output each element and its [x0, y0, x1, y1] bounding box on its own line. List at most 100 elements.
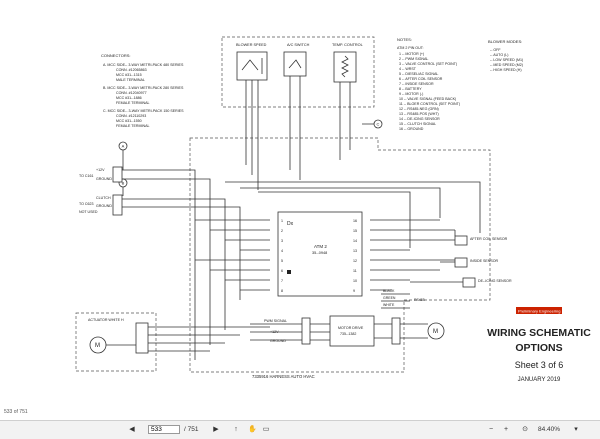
- svg-text:GROUND: GROUND: [270, 339, 286, 343]
- svg-text:6: 6: [281, 269, 283, 273]
- callouts: A B C: [118, 119, 383, 196]
- svg-text:11 -- BLOER CONTROL (SET POINT: 11 -- BLOER CONTROL (SET POINT): [399, 102, 460, 106]
- scroll-up-icon[interactable]: ↑: [234, 426, 238, 433]
- svg-text:MCC #31--1886: MCC #31--1886: [116, 96, 142, 100]
- zoom-mode-icon[interactable]: ⊙: [522, 426, 528, 433]
- svg-text:C: C: [377, 122, 380, 127]
- svg-text:FEMALE TERMINAL: FEMALE TERMINAL: [116, 101, 149, 105]
- temp-control-label: TEMP. CONTROL: [332, 43, 363, 47]
- temp-control: [333, 51, 357, 83]
- svg-text:-- LOW SPEED (M1): -- LOW SPEED (M1): [490, 58, 523, 62]
- title-line1: WIRING SCHEMATIC: [487, 327, 591, 339]
- actuator-label: ACTUATOR WHITE H: [88, 318, 124, 322]
- svg-text:8: 8: [281, 289, 283, 293]
- notes-heading: NOTES:: [397, 37, 412, 42]
- atm2-label: ATM 2: [314, 244, 327, 249]
- svg-text:13 -- RS485-POS (WHT): 13 -- RS485-POS (WHT): [399, 112, 439, 116]
- svg-text:WHITE: WHITE: [383, 303, 395, 307]
- svg-text:ATM 2 PIN OUT:: ATM 2 PIN OUT:: [397, 46, 424, 50]
- wiring-schematic: CONNECTORS: A. MCC SIDE-- 3-WAY METRI-PA…: [75, 36, 591, 383]
- svg-text:GROUND: GROUND: [96, 204, 112, 208]
- notes-block: NOTES: ATM 2 PIN OUT: 1 -- MOTOR (+) 2 -…: [397, 37, 460, 131]
- blower-modes-heading: BLOWER MODES:: [488, 39, 522, 44]
- svg-text:-- AUTO (L): -- AUTO (L): [490, 53, 509, 57]
- svg-text:MOTOR DRIVE: MOTOR DRIVE: [338, 326, 364, 330]
- svg-text:DE--ICING SENSOR: DE--ICING SENSOR: [478, 279, 512, 283]
- zoom-out-icon[interactable]: −: [488, 426, 494, 433]
- svg-text:A: A: [122, 144, 125, 149]
- svg-text:BLACK: BLACK: [383, 289, 395, 293]
- zoom-dropdown-icon[interactable]: ▾: [574, 426, 578, 433]
- svg-text:3 -- VALVE CONTROL (SET POINT): 3 -- VALVE CONTROL (SET POINT): [399, 62, 457, 66]
- svg-text:AFTER COIL SENSOR: AFTER COIL SENSOR: [470, 237, 508, 241]
- svg-text:M: M: [95, 343, 100, 349]
- svg-text:-- HIGH SPEED (H): -- HIGH SPEED (H): [490, 68, 522, 72]
- ac-switch-label: A/C SWITCH: [287, 43, 310, 47]
- svg-text:-- MED SPEED (M2): -- MED SPEED (M2): [490, 63, 523, 67]
- page-total-label: / 751: [184, 426, 199, 433]
- svg-text:CONN. #12065863: CONN. #12065863: [116, 68, 147, 72]
- svg-text:12: 12: [353, 259, 357, 263]
- harness-label: 7335916 HARNESS AUTO HVAC: [252, 374, 315, 379]
- svg-text:7: 7: [281, 279, 283, 283]
- svg-text:CONN. #12110293: CONN. #12110293: [116, 114, 146, 118]
- svg-text:8 -- BATTERY: 8 -- BATTERY: [399, 87, 422, 91]
- svg-text:B. MCC SIDE-- 3-WAY METRI-PACK: B. MCC SIDE-- 3-WAY METRI-PACK 280 SERIE…: [103, 86, 184, 90]
- svg-text:B: B: [122, 181, 125, 186]
- blower-motor: [427, 322, 445, 340]
- svg-text:-- OFF: -- OFF: [490, 48, 501, 52]
- svg-text:1: 1: [281, 219, 283, 223]
- wiring-bus: [122, 104, 481, 360]
- to-c623-label: TO C623: [79, 202, 94, 206]
- sensors: AFTER COIL SENSOR INSIDE SENSOR DE--ICIN…: [410, 230, 512, 288]
- svg-text:14 -- DE-ICING SENSOR: 14 -- DE-ICING SENSOR: [399, 117, 440, 121]
- schematic-page: CONNECTORS: A. MCC SIDE-- 3-WAY METRI-PA…: [0, 0, 600, 420]
- control-panel: BLOWER SPEED A/C SWITCH TEMP. CONTROL: [221, 36, 375, 108]
- hand-tool-icon[interactable]: ✋: [248, 426, 257, 433]
- zoom-level[interactable]: 84.40%: [538, 426, 561, 433]
- prev-page-icon[interactable]: ◀: [129, 426, 135, 433]
- date-label: JANUARY 2019: [518, 377, 561, 383]
- svg-text:5 -- DIESEL/AC SIGNAL: 5 -- DIESEL/AC SIGNAL: [399, 72, 438, 76]
- svg-text:1 -- MOTOR (+): 1 -- MOTOR (+): [399, 52, 424, 56]
- svg-text:RS485: RS485: [414, 298, 425, 302]
- svg-text:15: 15: [353, 229, 357, 233]
- viewer-toolbar: ◀ / 751 ▶ ↑ ✋ ▭ − + ⊙ 84.40% ▾: [0, 420, 600, 439]
- svg-text:11: 11: [353, 269, 357, 273]
- svg-text:3: 3: [281, 239, 283, 243]
- svg-text:10: 10: [353, 279, 357, 283]
- title-line2: OPTIONS: [515, 342, 562, 354]
- atm2-module: Dx ATM 2 35--0948 1 2 3 4 5 6 7 8 16 15 …: [277, 211, 363, 297]
- svg-text:A. MCC SIDE-- 3-WAY METRI-PACK: A. MCC SIDE-- 3-WAY METRI-PACK 480 SERIE…: [103, 63, 184, 67]
- svg-text:16 -- GROUND: 16 -- GROUND: [399, 127, 424, 131]
- svg-text:+12V: +12V: [96, 168, 105, 172]
- blower-speed-label: BLOWER SPEED: [236, 43, 267, 47]
- svg-text:M: M: [433, 329, 438, 335]
- page-count-label: 533 of 751: [4, 409, 28, 415]
- not-used-label: NOT USED: [79, 210, 98, 214]
- to-c161-label: TO C161: [79, 174, 94, 178]
- atm2-part: 35--0948: [312, 251, 327, 255]
- svg-text:2 -- PWM SIGNAL: 2 -- PWM SIGNAL: [399, 57, 428, 61]
- svg-text:Preliminary Engineering: Preliminary Engineering: [518, 309, 560, 314]
- page-number-input[interactable]: [148, 425, 180, 434]
- next-page-icon[interactable]: ▶: [213, 426, 219, 433]
- rs485-lead: BLACK GREEN WHITE RS485: [381, 289, 425, 309]
- svg-text:4 -- WRST: 4 -- WRST: [399, 67, 417, 71]
- svg-text:2: 2: [281, 229, 283, 233]
- svg-text:7 -- INSIDE SENSOR: 7 -- INSIDE SENSOR: [399, 82, 434, 86]
- actuator: ACTUATOR WHITE H M: [75, 312, 270, 372]
- svg-text:10 -- VALVE SIGNAL (FEED BACK): 10 -- VALVE SIGNAL (FEED BACK): [399, 97, 456, 101]
- blower-switch: [236, 51, 268, 81]
- svg-text:MALE TERMINAL: MALE TERMINAL: [116, 78, 145, 82]
- svg-text:14: 14: [353, 239, 357, 243]
- svg-text:9: 9: [353, 289, 355, 293]
- motor-drive-section: PWM SIGNAL +12V GROUND MOTOR DRIVE 735--…: [250, 315, 445, 347]
- svg-text:6 -- AFTER COIL SENSOR: 6 -- AFTER COIL SENSOR: [399, 77, 443, 81]
- preliminary-stamp: [516, 307, 562, 314]
- harness-outline: [189, 137, 491, 373]
- fit-page-icon[interactable]: ▭: [262, 426, 270, 433]
- zoom-in-icon[interactable]: +: [503, 426, 509, 433]
- svg-text:4: 4: [281, 249, 283, 253]
- svg-text:GREEN: GREEN: [383, 296, 396, 300]
